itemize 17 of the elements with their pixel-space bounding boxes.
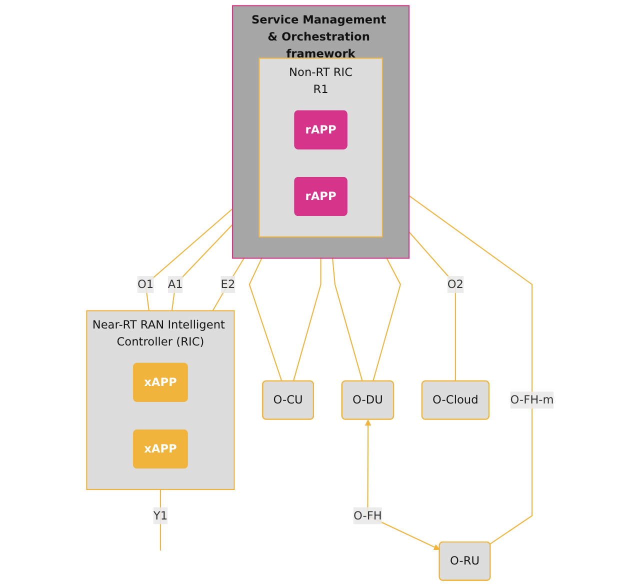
connector <box>408 195 533 544</box>
edge-label: E2 <box>221 277 236 291</box>
connector <box>212 258 245 311</box>
edge-label: Y1 <box>154 508 168 522</box>
edge-label: A1 <box>168 277 184 291</box>
edge-label: O-FH-m <box>510 393 554 407</box>
connector <box>332 258 364 382</box>
connector <box>408 232 456 381</box>
edge-label: O2 <box>448 277 464 291</box>
connector <box>145 208 234 311</box>
connector <box>249 258 282 382</box>
connector <box>160 490 162 551</box>
connector <box>293 258 322 382</box>
edge-label: O1 <box>138 277 154 291</box>
edge-label: O-FH <box>354 508 382 522</box>
connector <box>372 258 402 382</box>
connector <box>172 224 234 311</box>
